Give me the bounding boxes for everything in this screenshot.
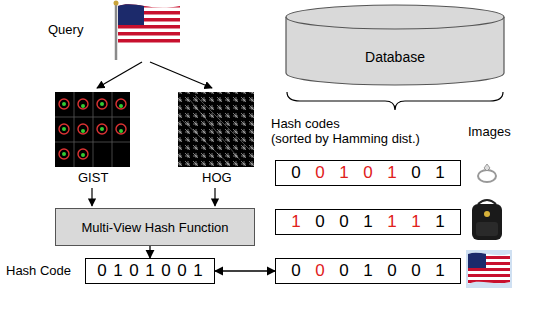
hash-bit: 0 <box>411 163 420 183</box>
hog-image <box>178 92 254 167</box>
hash-bit: 0 <box>177 261 186 281</box>
cylinder-outline <box>285 4 505 86</box>
connector-arrow <box>215 270 275 271</box>
database-cylinder: Database <box>285 4 505 86</box>
node-text: Database <box>365 49 425 65</box>
hash-bit: 1 <box>435 212 444 232</box>
hash-bit: 1 <box>363 261 372 281</box>
hash-bit: 0 <box>339 261 348 281</box>
node-text: Multi-View Hash Function <box>81 220 228 235</box>
hash-code-box: 0001001 <box>275 258 461 284</box>
hash-bit: 0 <box>291 261 300 281</box>
hash-bit: 0 <box>387 261 396 281</box>
query-flag <box>114 0 183 60</box>
feature-label: HOG <box>202 170 232 185</box>
gist-image <box>55 92 130 167</box>
ring-thumbnail <box>478 164 496 182</box>
process-box: Multi-View Hash Function <box>55 208 255 246</box>
hash-bit: 0 <box>411 261 420 281</box>
connector-arrow <box>149 246 150 258</box>
hash-code-box: 0101001 <box>85 258 215 284</box>
hash-code-box: 0010101 <box>275 160 461 186</box>
hash-bit: 0 <box>363 163 372 183</box>
hash-code-box: 1001111 <box>275 209 461 235</box>
hash-bit: 1 <box>411 212 420 232</box>
hash-bit: 0 <box>291 163 300 183</box>
hash-bit: 0 <box>315 212 324 232</box>
feature-label: GIST <box>78 170 108 185</box>
hash-bit: 0 <box>161 261 170 281</box>
backpack-thumbnail <box>472 200 502 240</box>
hash-bit: 0 <box>97 261 106 281</box>
hash-bit: 0 <box>129 261 138 281</box>
hash-bit: 1 <box>113 261 122 281</box>
query-label: Query <box>48 22 83 37</box>
hash-bit: 1 <box>435 163 444 183</box>
hash-bit: 1 <box>363 212 372 232</box>
hash-bit: 1 <box>291 212 300 232</box>
column-heading: (sorted by Hamming dist.) <box>271 131 420 146</box>
hash-bit: 1 <box>435 261 444 281</box>
hash-bit: 1 <box>193 261 202 281</box>
column-heading: Hash codes <box>271 116 340 131</box>
flag-thumbnail <box>466 250 512 288</box>
hash-bit: 1 <box>339 163 348 183</box>
brace <box>287 92 503 110</box>
hash-bit: 0 <box>315 163 324 183</box>
column-heading: Images <box>468 124 511 139</box>
hash-bit: 1 <box>387 163 396 183</box>
hash-bit: 1 <box>145 261 154 281</box>
hash-bit: 0 <box>339 212 348 232</box>
hash-bit: 1 <box>387 212 396 232</box>
hash-code-label: Hash Code <box>6 263 71 278</box>
hash-bit: 0 <box>315 261 324 281</box>
